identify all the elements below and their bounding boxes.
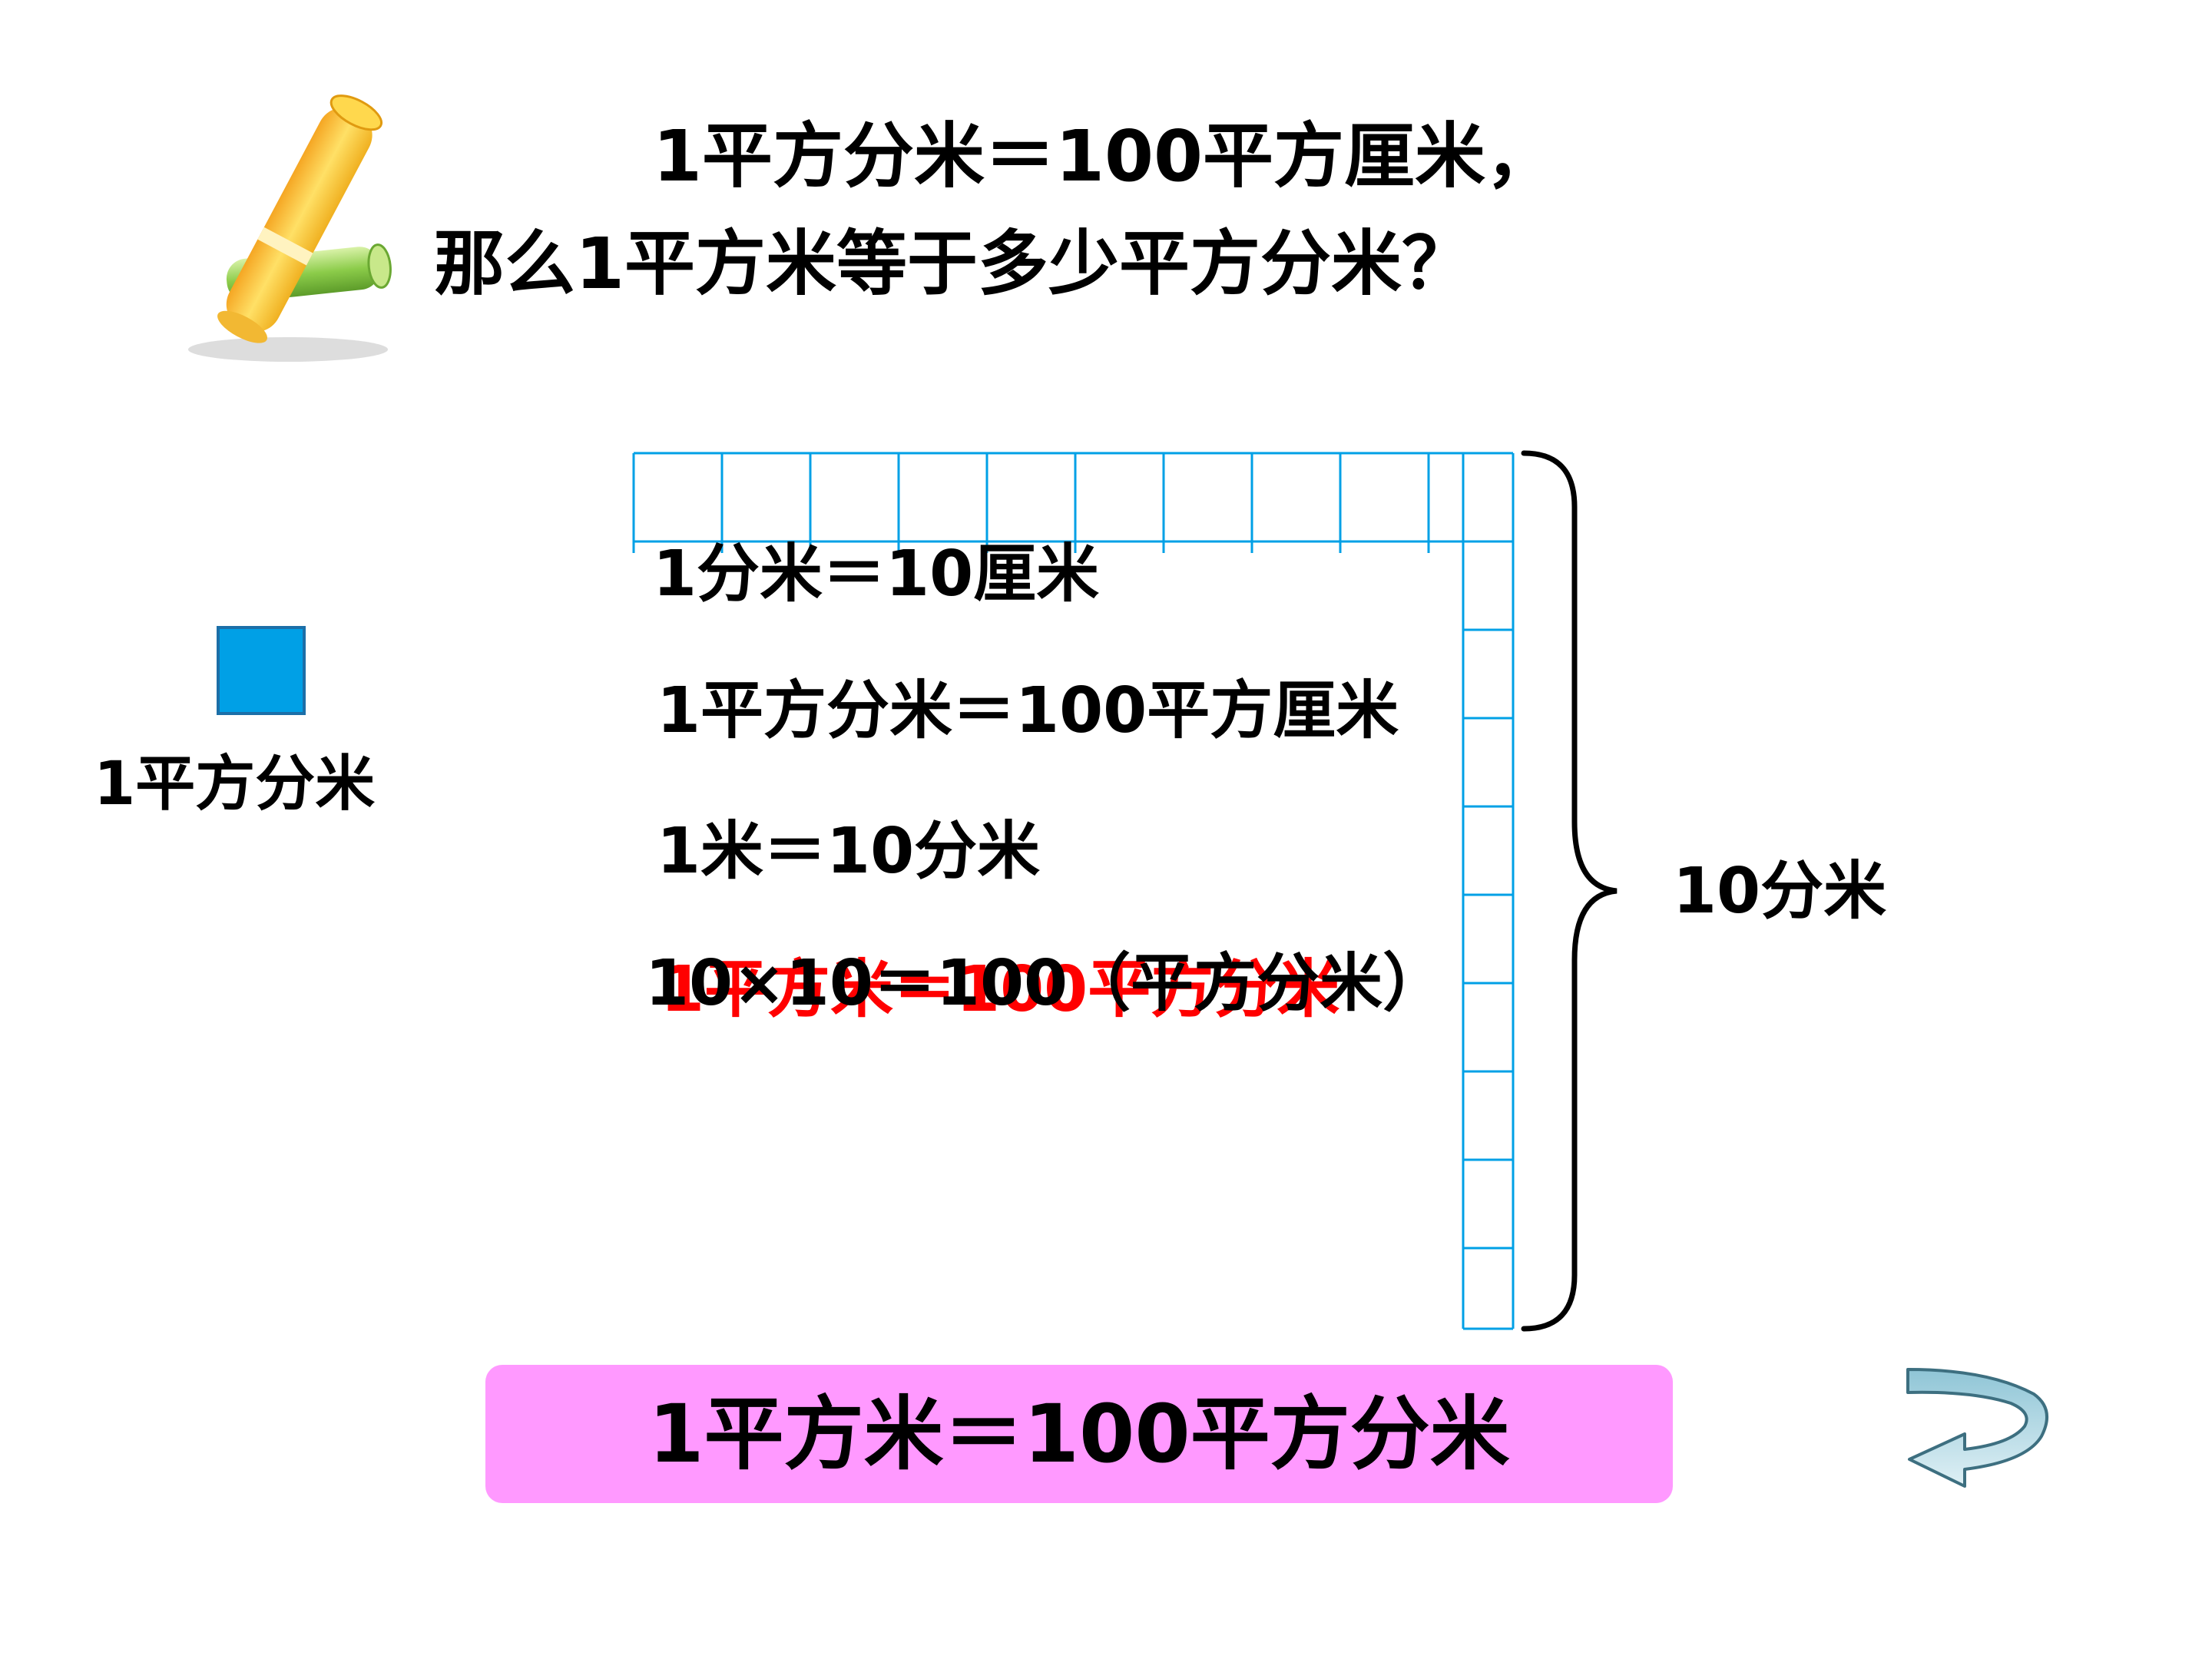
result-box: 1平方米＝100平方分米 [485, 1365, 1673, 1503]
question-line-1: 1平方分米＝100平方厘米， [653, 115, 1557, 197]
unit-square [217, 626, 306, 715]
curly-brace [1521, 450, 1618, 1332]
step-1: 1分米＝10厘米 [653, 538, 1100, 611]
step-2: 1平方分米＝100平方厘米 [657, 674, 1399, 747]
unit-square-label: 1平方分米 [94, 750, 376, 819]
scroll-icon [188, 94, 392, 362]
step-4-red: 1平方米＝100平方分米 [661, 953, 1340, 1026]
brace-label: 10分米 [1673, 855, 1887, 928]
step-3: 1米＝10分米 [657, 815, 1041, 888]
result-text: 1平方米＝100平方分米 [648, 1387, 1510, 1481]
question-line-2: 那么1平方米等于多少平方分米？ [434, 223, 1473, 305]
step-4-black: 10×10＝100（平方分米） [645, 947, 1446, 1020]
return-arrow-icon[interactable] [1903, 1363, 2057, 1502]
decimetre-grid [632, 452, 1515, 1330]
